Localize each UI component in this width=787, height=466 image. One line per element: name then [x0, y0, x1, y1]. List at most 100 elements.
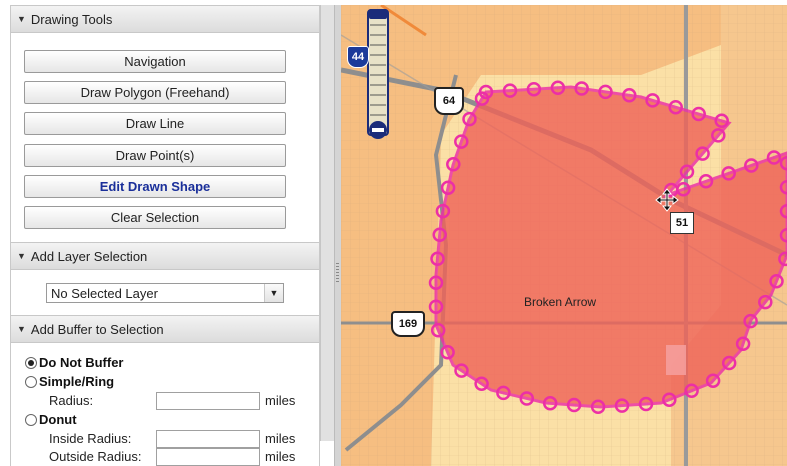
- polygon-vertex-handle[interactable]: [428, 299, 444, 314]
- polygon-vertex-handle[interactable]: [446, 157, 461, 172]
- polygon-vertex-handle[interactable]: [638, 396, 654, 412]
- inside-radius-label: Inside Radius:: [49, 431, 132, 446]
- navigation-button[interactable]: Navigation: [24, 50, 286, 73]
- dropdown-arrow-icon[interactable]: ▼: [264, 284, 283, 302]
- polygon-vertices[interactable]: [428, 80, 787, 415]
- polygon-vertex-handle[interactable]: [474, 376, 489, 392]
- add-buffer-title: Add Buffer to Selection: [30, 321, 164, 337]
- polygon-vertex-handle[interactable]: [695, 146, 710, 161]
- polygon-vertex-handle[interactable]: [574, 81, 589, 96]
- polygon-vertex-handle[interactable]: [542, 396, 558, 411]
- inside-radius-unit: miles: [265, 431, 296, 446]
- polygon-vertex-handle[interactable]: [779, 179, 787, 195]
- radius-label: Radius:: [49, 393, 94, 408]
- city-label-broken-arrow: Broken Arrow: [524, 295, 597, 309]
- polygon-vertex-handle[interactable]: [614, 398, 630, 413]
- edit-drawn-shape-button[interactable]: Edit Drawn Shape: [24, 175, 286, 198]
- polygon-vertex-handle[interactable]: [743, 313, 758, 329]
- polygon-vertex-handle[interactable]: [758, 294, 773, 310]
- drawing-tools-header[interactable]: ▼ Drawing Tools: [11, 5, 319, 33]
- polygon-vertex-handle[interactable]: [698, 174, 714, 189]
- i44-shield-label: 44: [351, 51, 365, 63]
- polygon-vertex-handle[interactable]: [496, 385, 511, 401]
- polygon-vertex-handle[interactable]: [668, 99, 683, 115]
- polygon-vertex-handle[interactable]: [462, 111, 477, 127]
- add-buffer-header[interactable]: ▼ Add Buffer to Selection: [11, 315, 319, 343]
- polygon-vertex-handle[interactable]: [778, 251, 787, 267]
- polygon-vertex-handle[interactable]: [684, 383, 699, 399]
- panel-scrollbar[interactable]: [320, 5, 335, 441]
- map-park: [666, 345, 686, 375]
- draw-points-button[interactable]: Draw Point(s): [24, 144, 286, 167]
- draw-polygon-button[interactable]: Draw Polygon (Freehand): [24, 81, 286, 104]
- add-layer-selection-header[interactable]: ▼ Add Layer Selection: [11, 242, 319, 270]
- polygon-vertex-handle[interactable]: [428, 275, 444, 290]
- polygon-vertex-handle[interactable]: [430, 251, 445, 267]
- polygon-vertex-handle[interactable]: [714, 113, 729, 129]
- drawing-tools-title: Drawing Tools: [30, 11, 113, 27]
- donut-option[interactable]: Donut: [25, 412, 77, 427]
- polygon-vertex-handle[interactable]: [454, 363, 469, 378]
- us64-shield-label: 64: [442, 95, 456, 107]
- polygon-vertex-handle[interactable]: [454, 134, 469, 149]
- draw-line-button[interactable]: Draw Line: [24, 112, 286, 135]
- polygon-vertex-handle[interactable]: [502, 83, 518, 98]
- polygon-vertex-handle[interactable]: [566, 397, 582, 413]
- zoom-out-minus-icon: [372, 128, 384, 132]
- collapse-triangle-icon: ▼: [17, 251, 26, 261]
- layer-select-value: No Selected Layer: [51, 285, 158, 301]
- polygon-vertex-handle[interactable]: [622, 88, 637, 103]
- polygon-vertex-handle[interactable]: [735, 336, 751, 352]
- polygon-vertex-handle[interactable]: [435, 203, 451, 219]
- radius-input[interactable]: [156, 392, 260, 410]
- donut-label: Donut: [39, 412, 77, 427]
- radio-selected-icon[interactable]: [25, 356, 37, 369]
- radio-unselected-icon[interactable]: [25, 413, 37, 426]
- polygon-vertex-handle[interactable]: [779, 155, 787, 171]
- polygon-vertex-handle[interactable]: [721, 355, 737, 371]
- map-road: [380, 5, 427, 37]
- polygon-vertex-handle[interactable]: [519, 391, 535, 406]
- polygon-vertex-handle[interactable]: [590, 399, 606, 415]
- radio-unselected-icon[interactable]: [25, 375, 37, 388]
- polygon-vertex-handle[interactable]: [440, 180, 456, 195]
- simple-ring-option[interactable]: Simple/Ring: [25, 374, 114, 389]
- polygon-vertex-handle[interactable]: [676, 182, 691, 197]
- polygon-vertex-handle[interactable]: [691, 106, 706, 122]
- do-not-buffer-option[interactable]: Do Not Buffer: [25, 355, 124, 370]
- zoom-slider-thumb-icon[interactable]: [369, 9, 387, 19]
- polygon-vertex-handle[interactable]: [474, 91, 490, 106]
- clear-selection-button[interactable]: Clear Selection: [24, 206, 286, 229]
- layer-select[interactable]: No Selected Layer ▼: [46, 283, 284, 303]
- polygon-vertex-handle[interactable]: [662, 392, 677, 407]
- collapse-triangle-icon: ▼: [17, 324, 26, 334]
- splitter-grip-icon[interactable]: [336, 263, 339, 283]
- us64-shield-icon: 64: [434, 87, 464, 115]
- outside-radius-unit: miles: [265, 449, 296, 464]
- polygon-vertex-handle[interactable]: [526, 81, 542, 97]
- map-canvas[interactable]: [341, 5, 787, 466]
- polygon-vertex-handle[interactable]: [550, 80, 566, 96]
- zoom-slider-track[interactable]: [367, 9, 389, 136]
- hwy51-shield-label: 51: [675, 217, 689, 229]
- polygon-vertex-handle[interactable]: [744, 158, 759, 173]
- map-view[interactable]: 64 169 51 44 Broken Arrow: [341, 5, 787, 466]
- polygon-vertex-handle[interactable]: [645, 93, 660, 108]
- outside-radius-input[interactable]: [156, 448, 260, 466]
- move-cursor-icon: [655, 188, 679, 212]
- polygon-vertex-handle[interactable]: [432, 227, 447, 243]
- polygon-vertex-handle[interactable]: [721, 166, 736, 181]
- polygon-vertex-handle[interactable]: [779, 203, 787, 219]
- polygon-vertex-handle[interactable]: [769, 273, 784, 289]
- polygon-vertex-handle[interactable]: [679, 164, 695, 180]
- polygon-vertex-handle[interactable]: [598, 84, 613, 100]
- polygon-vertex-handle[interactable]: [430, 322, 446, 338]
- polygon-vertex-handle[interactable]: [779, 227, 787, 243]
- hwy51-shield-icon: 51: [670, 212, 694, 234]
- polygon-vertex-handle[interactable]: [705, 373, 721, 388]
- inside-radius-input[interactable]: [156, 430, 260, 448]
- polygon-vertex-handle[interactable]: [766, 150, 782, 165]
- polygon-vertex-handle[interactable]: [440, 345, 455, 360]
- polygon-vertex-handle[interactable]: [711, 128, 726, 143]
